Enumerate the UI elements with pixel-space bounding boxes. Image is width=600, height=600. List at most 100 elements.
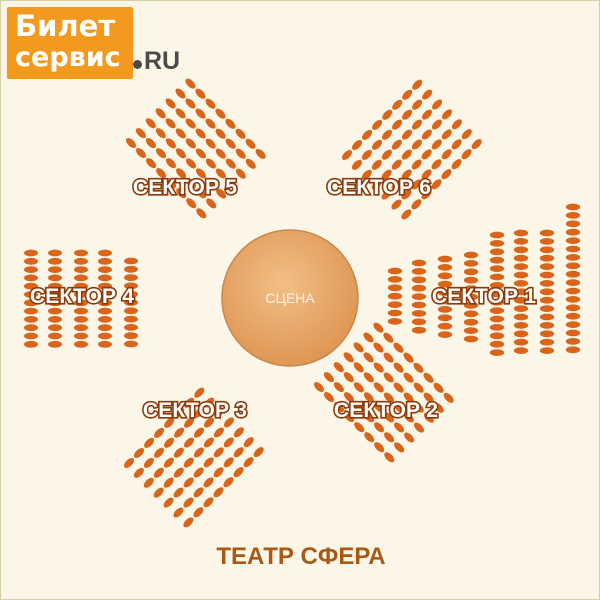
sector-2-seat[interactable] xyxy=(362,351,376,365)
sector-1-seat[interactable] xyxy=(463,293,479,301)
sector-1-seat[interactable] xyxy=(489,324,505,331)
sector-6-seat[interactable] xyxy=(400,188,414,202)
sector-1-seat[interactable] xyxy=(539,322,555,329)
sector-6-seat[interactable] xyxy=(440,148,454,162)
sector-2-seat[interactable] xyxy=(362,391,376,405)
sector-1-seat[interactable] xyxy=(463,327,479,334)
sector-1-seat[interactable] xyxy=(463,335,479,343)
sector-3-seat[interactable] xyxy=(162,436,176,450)
sector-4-seat[interactable] xyxy=(74,324,88,332)
sector-2-seat[interactable] xyxy=(342,351,356,365)
sector-3-seat[interactable] xyxy=(172,466,186,480)
sector-6-seat[interactable] xyxy=(420,128,434,142)
sector-6-seat[interactable] xyxy=(450,138,464,152)
sector-1-seat[interactable] xyxy=(411,276,427,284)
sector-5-seat[interactable] xyxy=(214,167,228,181)
sector-6-seat[interactable] xyxy=(400,108,414,122)
sector-6-seat[interactable] xyxy=(430,98,444,112)
sector-2-seat[interactable] xyxy=(432,381,446,395)
sector-5-seat[interactable] xyxy=(174,87,188,101)
sector-6-seat[interactable] xyxy=(400,208,414,222)
sector-6-seat[interactable] xyxy=(410,158,424,172)
sector-3-seat[interactable] xyxy=(182,476,196,490)
sector-5-seat[interactable] xyxy=(164,156,178,170)
sector-3-seat[interactable] xyxy=(222,436,236,450)
sector-3-seat[interactable] xyxy=(222,475,236,489)
sector-1-seat[interactable] xyxy=(565,203,581,211)
sector-6-seat[interactable] xyxy=(430,158,444,172)
sector-5-seat[interactable] xyxy=(144,156,158,170)
sector-1-seat[interactable] xyxy=(565,228,581,236)
sector-1-seat[interactable] xyxy=(565,338,581,345)
sector-3-seat[interactable] xyxy=(212,486,226,500)
sector-3-seat[interactable] xyxy=(222,456,236,470)
sector-1-seat[interactable] xyxy=(489,290,505,298)
sector-1-seat[interactable] xyxy=(565,220,581,228)
sector-4-seat[interactable] xyxy=(48,266,62,273)
sector-5-seat[interactable] xyxy=(204,97,218,111)
sector-1-seat[interactable] xyxy=(513,238,529,245)
sector-4-seat[interactable] xyxy=(24,266,38,273)
sector-6-seat[interactable] xyxy=(400,168,414,182)
sector-1-seat[interactable] xyxy=(513,296,529,304)
sector-5-seat[interactable] xyxy=(134,126,148,140)
sector-1-seat[interactable] xyxy=(539,313,555,321)
sector-5-seat[interactable] xyxy=(234,167,248,181)
sector-4-seat[interactable] xyxy=(124,307,138,315)
sector-1-seat[interactable] xyxy=(565,279,581,286)
sector-5-seat[interactable] xyxy=(164,137,178,151)
sector-3-seat[interactable] xyxy=(172,446,186,460)
sector-5-seat[interactable] xyxy=(204,197,218,211)
sector-4-seat[interactable] xyxy=(124,299,138,306)
sector-5-seat[interactable] xyxy=(194,147,208,161)
sector-1-seat[interactable] xyxy=(411,284,427,292)
sector-6-seat[interactable] xyxy=(440,128,454,142)
sector-5-seat[interactable] xyxy=(184,157,198,171)
sector-6-seat[interactable] xyxy=(370,158,384,172)
sector-6-seat[interactable] xyxy=(420,88,434,102)
sector-3-seat[interactable] xyxy=(182,516,196,530)
sector-4-seat[interactable] xyxy=(98,332,112,340)
sector-2-seat[interactable] xyxy=(402,431,416,445)
sector-6-seat[interactable] xyxy=(350,138,364,152)
sector-2-seat[interactable] xyxy=(352,400,366,414)
sector-5-seat[interactable] xyxy=(154,126,168,140)
sector-5-seat[interactable] xyxy=(244,137,258,151)
sector-2-seat[interactable] xyxy=(372,421,386,435)
sector-3-seat[interactable] xyxy=(152,446,166,460)
sector-1-seat[interactable] xyxy=(489,231,505,239)
sector-1-seat[interactable] xyxy=(411,326,427,334)
sector-4-seat[interactable] xyxy=(48,340,62,348)
sector-2-seat[interactable] xyxy=(422,371,436,385)
sector-1-seat[interactable] xyxy=(387,267,403,275)
sector-2-seat[interactable] xyxy=(332,360,346,374)
sector-2-seat[interactable] xyxy=(392,441,406,455)
sector-5-seat[interactable] xyxy=(154,107,168,121)
sector-1-seat[interactable] xyxy=(437,272,453,280)
sector-5-seat[interactable] xyxy=(224,157,238,171)
sector-1-seat[interactable] xyxy=(463,251,479,259)
sector-6-seat[interactable] xyxy=(420,108,434,122)
sector-1-seat[interactable] xyxy=(489,315,505,323)
sector-4-seat[interactable] xyxy=(74,291,88,298)
sector-1-seat[interactable] xyxy=(565,254,581,261)
sector-1-seat[interactable] xyxy=(489,256,505,264)
sector-1-seat[interactable] xyxy=(463,318,479,326)
sector-2-seat[interactable] xyxy=(372,401,386,415)
sector-3-seat[interactable] xyxy=(162,476,176,490)
sector-2-seat[interactable] xyxy=(412,421,426,435)
sector-3-seat[interactable] xyxy=(242,455,256,469)
sector-6-seat[interactable] xyxy=(410,198,424,212)
sector-4-seat[interactable] xyxy=(24,307,38,315)
sector-5-seat[interactable] xyxy=(134,146,148,160)
sector-4-seat[interactable] xyxy=(24,299,38,307)
sector-3-seat[interactable] xyxy=(202,496,216,510)
sector-2-seat[interactable] xyxy=(372,321,386,335)
sector-5-seat[interactable] xyxy=(154,146,168,160)
sector-2-seat[interactable] xyxy=(352,361,366,375)
sector-6-seat[interactable] xyxy=(460,127,474,141)
sector-1-seat[interactable] xyxy=(463,260,479,267)
sector-3-seat[interactable] xyxy=(162,496,176,510)
sector-3-seat[interactable] xyxy=(193,386,207,400)
sector-1-seat[interactable] xyxy=(437,331,453,338)
